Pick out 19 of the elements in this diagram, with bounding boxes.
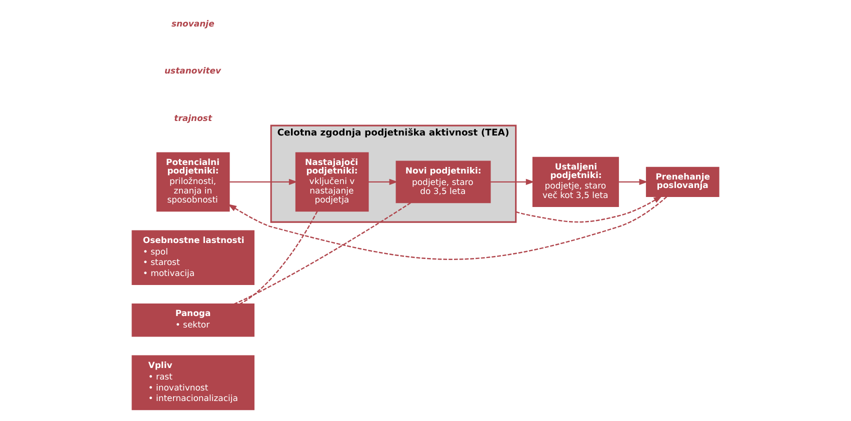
label: trajnost — [174, 114, 212, 124]
arrow — [516, 196, 662, 223]
arrow — [618, 178, 648, 185]
node-box: Ustaljeni podjetniki: podjetje, staro več kot 3,5 leta — [532, 156, 619, 208]
arrow — [228, 196, 668, 260]
connector — [234, 202, 411, 304]
connector — [240, 211, 318, 304]
arrow — [230, 178, 298, 185]
label: ustanovitev — [164, 66, 222, 77]
node-box: Osebnostne lastnosti • spol • starost • motivacija — [132, 230, 254, 285]
node-box: Prenehanje poslovanja — [646, 166, 720, 197]
node-box: Potencialni podjetniki: priložnosti, znanja in sposobnosti — [156, 152, 230, 212]
node-box: Nastajajoči podjetniki: vključeni v nastajanje podjetja — [295, 152, 369, 212]
arrow — [490, 178, 535, 185]
node-box: Novi podjetniki: podjetje, staro do 3,5 leta — [396, 160, 491, 204]
node-box: Vpliv • rast • inovativnost • internacionalizacija — [132, 355, 254, 410]
label: snovanje — [171, 20, 214, 30]
arrow — [368, 178, 398, 185]
node-box: Panoga • sektor — [132, 304, 254, 337]
